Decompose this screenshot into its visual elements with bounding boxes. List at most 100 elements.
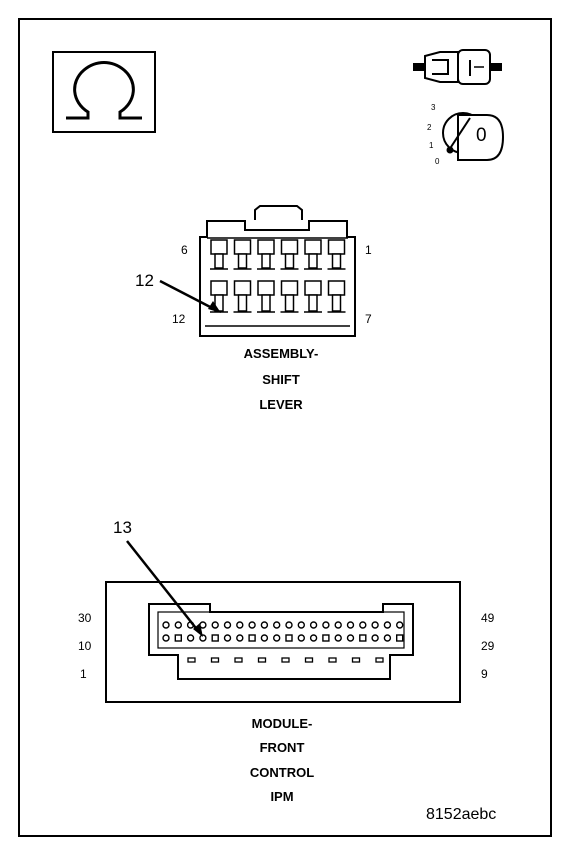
c2-pin (334, 621, 342, 629)
c2-pin-label-row2-right: 29 (481, 639, 495, 653)
ignition-position-0: 0 (435, 157, 440, 166)
c2-name-line-1: MODULE- (251, 716, 313, 731)
ignition-position-2: 2 (427, 123, 432, 132)
front-control-module-connector (105, 540, 461, 703)
c2-pin-label-row2-left: 10 (78, 639, 92, 653)
c1-name-line-1: ASSEMBLY- (243, 346, 319, 361)
c2-pin (273, 634, 281, 642)
c1-cavity-stem (308, 253, 318, 269)
c1-cavity (304, 239, 322, 255)
c2-callout: 13 (113, 518, 132, 537)
c2-pin (211, 634, 219, 642)
c1-cavity-stem (331, 253, 342, 269)
c2-pin (285, 621, 293, 629)
c2-pin (346, 621, 355, 629)
c2-pin (375, 657, 384, 663)
c2-pin (248, 621, 256, 629)
c2-pin (351, 657, 361, 663)
c1-cavity-stem (284, 253, 295, 269)
c2-pin (304, 657, 314, 663)
c1-cavity (280, 239, 299, 255)
c2-pin (322, 634, 330, 642)
c2-pin (273, 621, 281, 629)
c2-pin (322, 621, 330, 629)
c2-pin (257, 657, 267, 663)
c1-pin-label-top-left: 6 (181, 243, 188, 257)
c2-pin (174, 621, 183, 629)
c2-pin (383, 621, 392, 629)
c2-pin (162, 634, 170, 642)
c1-cavity (233, 280, 252, 296)
c2-pin (199, 634, 207, 642)
c1-callout: 12 (135, 271, 154, 290)
c1-cavity-stem (214, 253, 224, 269)
c1-cavity-stem (261, 294, 271, 312)
c2-pin (260, 634, 269, 642)
c1-cavity-stem (331, 294, 342, 312)
c2-pin (260, 621, 269, 629)
ignition-position-1: 1 (429, 141, 434, 150)
c2-pin-label-row3-left: 1 (80, 667, 87, 681)
c1-name-line-3: LEVER (259, 397, 303, 412)
c1-pin-label-top-right: 1 (365, 243, 372, 257)
c2-pin-label-row3-right: 9 (481, 667, 488, 681)
c2-pin (187, 657, 196, 663)
c2-pin (371, 621, 379, 629)
c2-pin-label-row1-left: 30 (78, 611, 92, 625)
c2-pin (223, 634, 232, 642)
c1-cavity (257, 280, 275, 296)
c2-pin (359, 621, 367, 629)
c1-cavity (233, 239, 252, 255)
c2-pin (359, 634, 367, 642)
shift-lever-connector (159, 205, 356, 337)
c2-name-line-3: CONTROL (249, 765, 315, 780)
c2-pin (371, 634, 379, 642)
c2-pin (285, 634, 293, 642)
c2-name-line-2: FRONT (259, 740, 305, 755)
c2-pin-label-row1-right: 49 (481, 611, 495, 625)
connector-plug-icon (413, 49, 502, 85)
c2-pin (210, 657, 220, 663)
c2-pin (234, 657, 243, 663)
c1-cavity (210, 280, 228, 296)
c1-cavity (210, 239, 228, 255)
ignition-key-label: 0 (476, 125, 487, 146)
c1-pin-label-bottom-left: 12 (172, 312, 186, 326)
c2-pin (309, 621, 318, 629)
c2-pin (328, 657, 337, 663)
c2-pin (186, 634, 195, 642)
c1-cavity (280, 280, 299, 296)
c1-cavity-stem (261, 253, 271, 269)
c2-pin (396, 621, 404, 629)
c2-pin (396, 634, 404, 642)
c2-pin (334, 634, 342, 642)
figure-code: 8152aebc (426, 806, 497, 823)
c2-pin (297, 621, 305, 629)
c2-pin (162, 621, 170, 629)
c1-cavity (304, 280, 322, 296)
diagram-frame (18, 18, 552, 837)
c2-pin (383, 634, 392, 642)
c1-cavity (327, 280, 346, 296)
c2-pin (248, 634, 256, 642)
c2-pin (223, 621, 232, 629)
ohm-symbol-icon (52, 51, 156, 133)
c2-pin (281, 657, 290, 663)
ignition-position-3: 3 (431, 103, 436, 112)
c1-cavity (327, 239, 346, 255)
c2-pin (297, 634, 305, 642)
c1-cavity-stem (308, 294, 318, 312)
c2-name-line-4: IPM (270, 789, 294, 804)
c2-pin (346, 634, 355, 642)
c1-cavity-stem (237, 294, 248, 312)
c2-pin (174, 634, 183, 642)
c1-cavity-stem (284, 294, 295, 312)
c1-cavity-stem (237, 253, 248, 269)
c2-pin (236, 621, 244, 629)
ignition-key-icon (442, 112, 505, 161)
c2-pin (309, 634, 318, 642)
c1-cavity (257, 239, 275, 255)
c2-pin (236, 634, 244, 642)
c2-pin (211, 621, 219, 629)
